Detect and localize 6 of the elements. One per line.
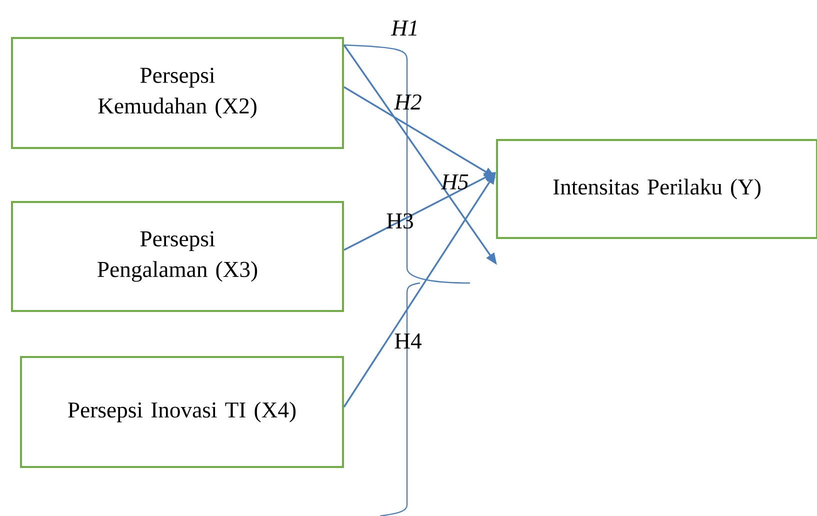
hypothesis-label: H1 bbox=[390, 20, 416, 36]
variable-box: Persepsi Kemudahan (X2) bbox=[11, 36, 344, 149]
variable-box: Persepsi Pengalaman (X3) bbox=[11, 201, 344, 312]
hypothesis-label: H5 bbox=[440, 174, 468, 190]
variable-box: Persepsi Inovasi TI (X4) bbox=[20, 356, 344, 468]
variable-box: Intensitas Perilaku (Y) bbox=[496, 139, 817, 239]
